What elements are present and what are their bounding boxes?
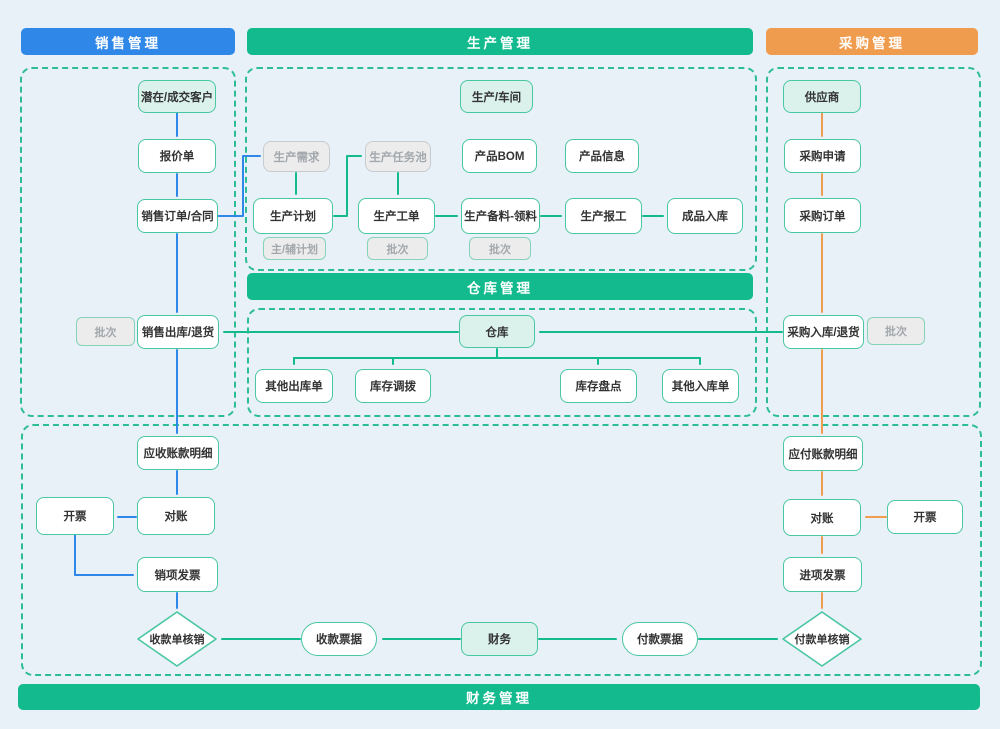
node-production-demand: 生产需求: [263, 141, 330, 172]
node-invoice-right: 开票: [887, 500, 963, 534]
node-stock-count: 库存盘点: [560, 369, 637, 403]
node-payment-note: 付款票据: [622, 622, 698, 656]
node-production-report: 生产报工: [565, 198, 642, 234]
node-reconcile-left: 对账: [137, 497, 215, 535]
node-production-work-order: 生产工单: [358, 198, 435, 234]
header-warehouse-management: 仓库管理: [247, 273, 753, 300]
node-other-outbound: 其他出库单: [255, 369, 333, 403]
diamond-receipt-verification: [137, 611, 217, 667]
node-sales-invoice: 销项发票: [137, 557, 218, 592]
node-sales-outbound: 销售出库/退货: [137, 315, 219, 349]
tag-batch-work-order: 批次: [367, 237, 428, 260]
node-production-task-pool: 生产任务池: [365, 141, 431, 172]
node-finance: 财务: [461, 622, 538, 656]
node-production-material: 生产备料-领料: [461, 198, 540, 234]
node-invoice-left: 开票: [36, 497, 114, 535]
tag-main-aux-plan: 主/辅计划: [263, 237, 326, 260]
header-production-management: 生产管理: [247, 28, 753, 55]
tag-batch-purchase: 批次: [867, 317, 925, 345]
node-purchase-inbound: 采购入库/退货: [783, 315, 864, 349]
header-purchase-management: 采购管理: [766, 28, 978, 55]
label-payment-verification: 付款单核销: [794, 634, 850, 646]
warehouse-group-container: [247, 308, 757, 417]
node-customer: 潜在/成交客户: [138, 80, 216, 113]
label-receipt-verification: 收款单核销: [149, 634, 205, 646]
purchase-group-container: [766, 67, 981, 417]
node-product-info: 产品信息: [565, 139, 639, 173]
header-finance-management: 财务管理: [18, 684, 980, 710]
node-finished-goods-inbound: 成品入库: [667, 198, 743, 234]
node-other-inbound: 其他入库单: [662, 369, 739, 403]
node-production-plan: 生产计划: [253, 198, 333, 234]
node-stock-transfer: 库存调拨: [355, 369, 431, 403]
diamond-payment-verification: [782, 611, 862, 667]
node-warehouse: 仓库: [459, 315, 535, 348]
node-supplier: 供应商: [783, 80, 861, 113]
node-receivable-detail: 应收账款明细: [137, 436, 219, 470]
node-purchase-invoice: 进项发票: [783, 557, 862, 592]
tag-batch-material: 批次: [469, 237, 531, 260]
node-receipt-note: 收款票据: [301, 622, 377, 656]
production-group-container: [245, 67, 757, 271]
node-purchase-order: 采购订单: [784, 198, 861, 233]
tag-batch-sales: 批次: [76, 317, 135, 346]
node-quotation: 报价单: [138, 139, 216, 173]
node-product-bom: 产品BOM: [462, 139, 537, 173]
node-purchase-request: 采购申请: [784, 139, 861, 173]
node-sales-order: 销售订单/合同: [137, 199, 218, 233]
finance-group-container: [21, 424, 982, 676]
header-sales-management: 销售管理: [21, 28, 235, 55]
node-reconcile-right: 对账: [783, 499, 861, 536]
sales-group-container: [20, 67, 236, 417]
node-payable-detail: 应付账款明细: [783, 436, 863, 471]
node-workshop: 生产/车间: [460, 80, 533, 113]
